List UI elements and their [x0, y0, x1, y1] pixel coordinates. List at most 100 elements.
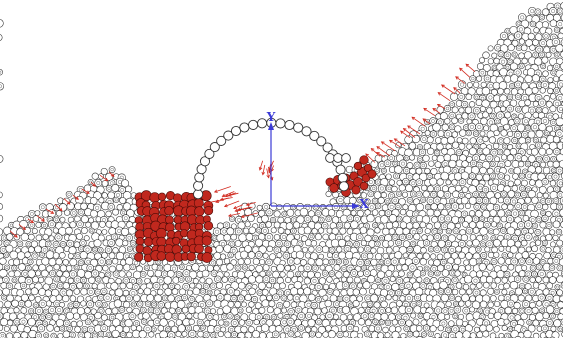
soil-particle [398, 318, 406, 327]
soil-particle-core [475, 205, 479, 209]
soil-particle [503, 282, 510, 290]
soil-particle-core [89, 327, 93, 332]
soil-particle [441, 269, 450, 277]
soil-particle [509, 99, 518, 107]
soil-particle [466, 240, 473, 247]
soil-particle-core [247, 320, 251, 325]
soil-particle [301, 331, 310, 338]
soil-particle-core [99, 248, 102, 252]
soil-particle [511, 137, 519, 144]
soil-particle [244, 258, 252, 265]
soil-particle [344, 235, 351, 242]
soil-particle-core [184, 284, 188, 289]
soil-particle [345, 250, 354, 260]
soil-particle-core [487, 155, 492, 160]
soil-particle-core [505, 198, 509, 203]
soil-particle [255, 264, 264, 273]
soil-particle-core [487, 242, 492, 247]
soil-particle [55, 210, 63, 217]
soil-particle [19, 281, 28, 290]
soil-particle-core [516, 33, 521, 38]
soil-particle-core [107, 260, 111, 264]
soil-particle [509, 62, 518, 71]
soil-particle [285, 276, 292, 284]
soil-particle-core [474, 132, 478, 136]
soil-particle-core [376, 278, 380, 282]
soil-particle [535, 202, 544, 211]
soil-particle [507, 180, 514, 187]
soil-particle [503, 137, 511, 145]
soil-particle [545, 319, 554, 327]
soil-particle [409, 154, 415, 161]
soil-particle [540, 209, 546, 216]
soil-particle [265, 319, 274, 327]
soil-particle-core [0, 84, 2, 89]
soil-particle [560, 39, 563, 47]
soil-particle-core [558, 193, 563, 197]
soil-particle [1, 294, 8, 301]
soil-particle [287, 330, 295, 338]
soil-particle [521, 264, 528, 271]
soil-particle-core [82, 278, 85, 282]
soil-particle [482, 330, 490, 338]
soil-particle-core [344, 296, 349, 301]
soil-particle [508, 34, 515, 41]
soil-particle [101, 301, 108, 309]
soil-particle [28, 221, 36, 229]
soil-particle [294, 233, 301, 240]
soil-particle-core [230, 242, 234, 246]
soil-particle-core [421, 284, 425, 288]
soil-particle-core [295, 296, 299, 301]
soil-particle-core [274, 295, 278, 300]
soil-particle [447, 136, 455, 144]
soil-particle-core [495, 290, 499, 294]
soil-particle [118, 306, 126, 313]
soil-particle [42, 233, 49, 240]
soil-particle [373, 301, 381, 309]
soil-particle-core [120, 308, 124, 312]
soil-particle-core [512, 126, 516, 130]
soil-particle [402, 227, 410, 236]
soil-particle [559, 74, 563, 83]
soil-particle-core [501, 229, 505, 232]
soil-particle-core [551, 9, 555, 13]
soil-particle [115, 277, 122, 285]
soil-particle [506, 104, 514, 113]
velocity-vector-head [75, 196, 79, 200]
soil-particle [352, 300, 360, 307]
soil-particle-core [376, 242, 379, 246]
soil-particle-core [490, 114, 494, 118]
soil-particle [303, 287, 312, 296]
soil-particle [12, 258, 21, 266]
soil-particle [510, 124, 518, 133]
soil-particle [542, 32, 550, 40]
soil-particle-core [99, 296, 103, 300]
soil-particle [30, 287, 39, 296]
soil-particle [54, 326, 60, 333]
soil-particle [410, 240, 417, 247]
soil-particle [471, 276, 480, 285]
soil-particle-core [170, 284, 174, 288]
soil-particle-core [131, 291, 136, 296]
soil-particle [189, 282, 196, 289]
soil-particle [497, 172, 505, 180]
soil-particle-core [450, 113, 454, 118]
velocity-vector-head [436, 104, 441, 108]
soil-particle [437, 228, 444, 235]
soil-particle [154, 294, 163, 303]
soil-particle [542, 312, 550, 320]
soil-particle [413, 161, 421, 169]
soil-particle-core [484, 321, 488, 326]
soil-particle [382, 326, 389, 334]
soil-particle [504, 332, 511, 338]
soil-particle [13, 270, 21, 278]
soil-particle-core [54, 242, 58, 246]
soil-particle [465, 227, 474, 235]
soil-particle [493, 57, 500, 65]
soil-particle-core [284, 253, 289, 258]
soil-particle-core [124, 279, 128, 283]
soil-particle-core [547, 321, 552, 325]
soil-particle [245, 318, 253, 327]
soil-particle-core [366, 247, 370, 251]
soil-particle-core [75, 266, 78, 269]
